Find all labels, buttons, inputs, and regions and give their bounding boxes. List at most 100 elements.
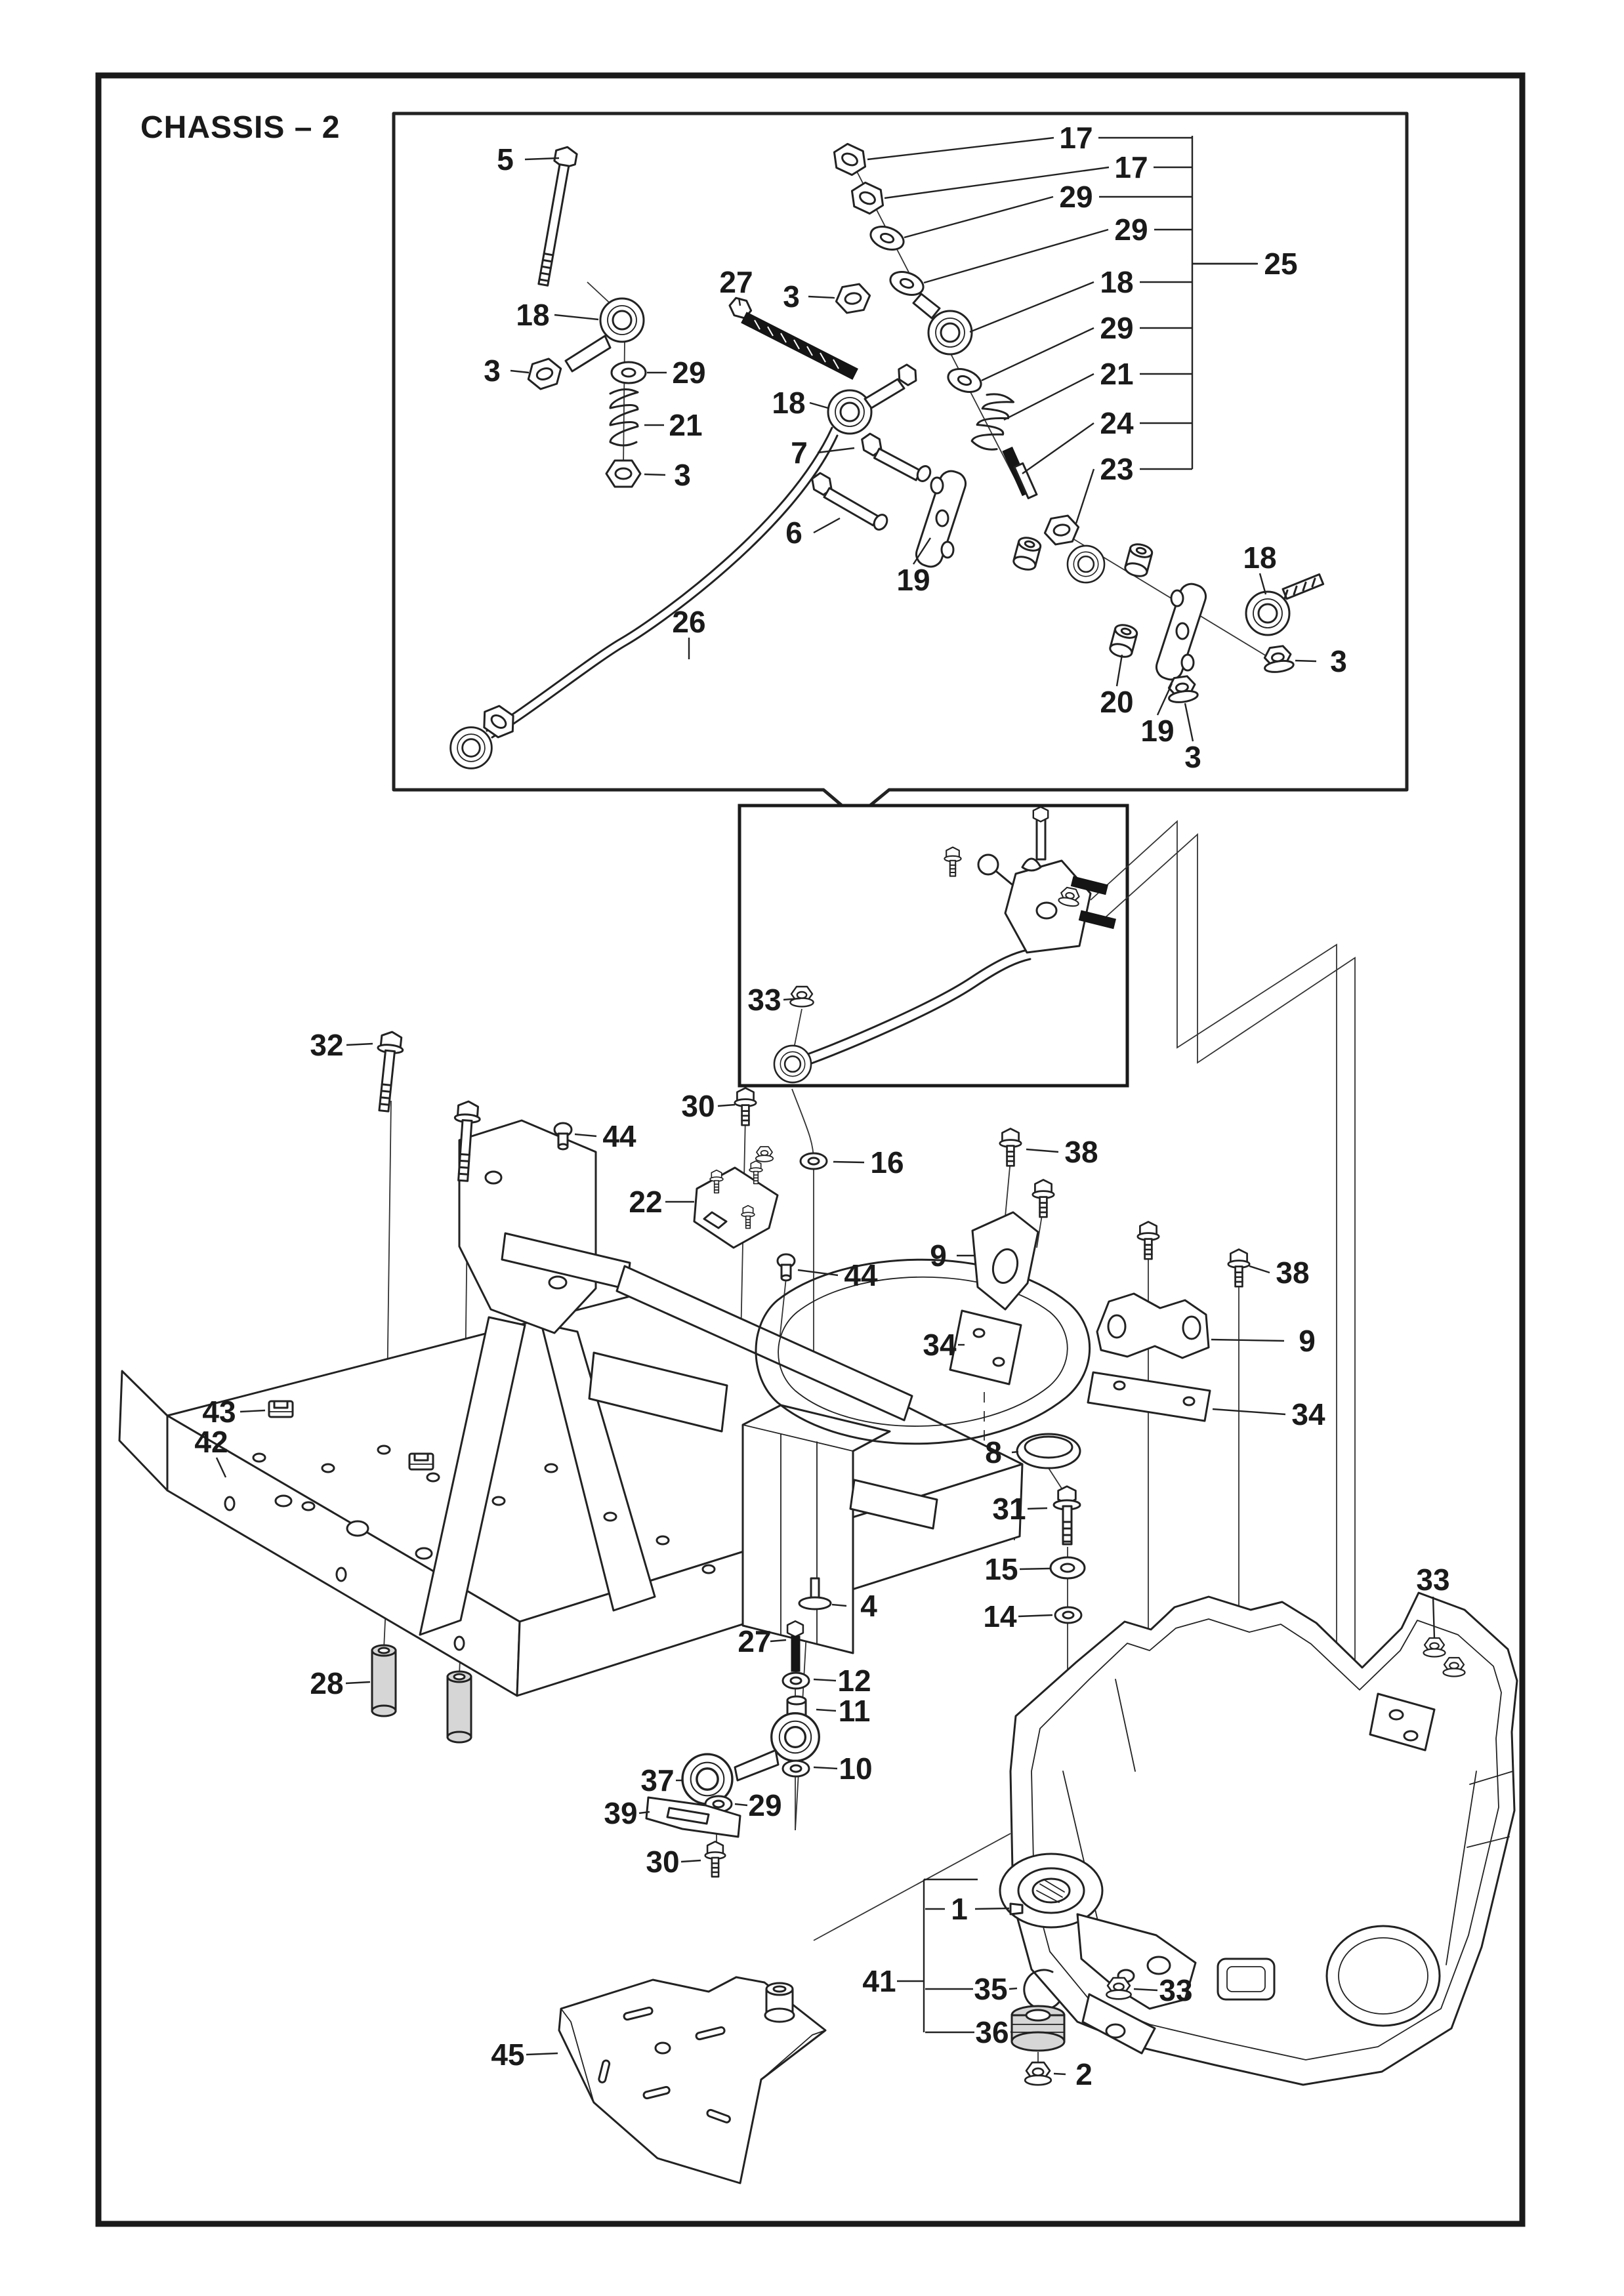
plug-8 (1016, 1433, 1081, 1469)
leader-line-1-59 (974, 1907, 1010, 1910)
callout-18-8: 18 (772, 386, 805, 420)
callout-6-10: 6 (785, 516, 802, 550)
leader-line-39-55 (638, 1811, 650, 1814)
tube-28a (371, 1644, 397, 1717)
bolt-head-18b (898, 363, 917, 386)
callout-17-12: 17 (1059, 121, 1093, 155)
callout-7-9: 7 (791, 436, 808, 470)
callout-23-21: 23 (1100, 452, 1133, 486)
bolt-31 (1052, 1485, 1081, 1546)
leader-line-45-58 (526, 2052, 558, 2056)
callout-3-7: 3 (783, 279, 800, 314)
callout-3-27: 3 (1330, 644, 1347, 678)
leader-line-29-54 (734, 1803, 748, 1807)
leader-line-43-45 (239, 1409, 266, 1413)
bolt-6 (811, 472, 888, 531)
leader-line-33-64 (1133, 1988, 1158, 1992)
callout-25-16: 25 (1264, 247, 1297, 281)
rod-end-upper (770, 1712, 820, 1762)
leader-line-4-48 (831, 1603, 847, 1607)
leader-line-7-9 (817, 447, 855, 454)
callout-4-48: 4 (860, 1589, 877, 1623)
plate-45 (558, 1976, 827, 2184)
callout-31-42: 31 (992, 1492, 1026, 1526)
callout-19-24: 19 (1140, 714, 1174, 748)
callout-29-54: 29 (748, 1788, 781, 1822)
callout-29-14: 29 (1059, 180, 1093, 214)
callout-30-31: 30 (681, 1089, 715, 1123)
tube-28b (446, 1670, 472, 1744)
callout-2-63: 2 (1075, 2057, 1093, 2091)
leader-line-27-6 (738, 297, 741, 306)
callout-15-43: 15 (984, 1552, 1018, 1586)
callout-18-1: 18 (516, 298, 549, 332)
nut-2 (1024, 2061, 1052, 2086)
washer-15 (1049, 1556, 1086, 1580)
deck-holes (224, 1445, 716, 1651)
leader-line-31-42 (1027, 1507, 1048, 1510)
leader-line-44-34 (797, 1269, 839, 1277)
leader-line-3-5 (644, 473, 666, 476)
callout-3-25: 3 (1184, 740, 1201, 774)
leader-line-17-12 (867, 136, 1054, 161)
leader-line-30-31 (717, 1103, 736, 1107)
leader-line-38-35 (1026, 1148, 1059, 1153)
stud-2 (1078, 910, 1117, 930)
callout-29-18: 29 (1100, 311, 1133, 345)
callout-10-52: 10 (839, 1752, 872, 1786)
tub-large-opening (1325, 1925, 1441, 2027)
leader-line-3-7 (808, 295, 835, 299)
link-26-rod2 (491, 434, 839, 739)
callout-20-23: 20 (1100, 685, 1133, 719)
corner-bracket (1369, 1692, 1436, 1752)
callout-16-33: 16 (870, 1145, 904, 1179)
leader-line-10-52 (813, 1766, 838, 1770)
link-26-rod-end (449, 726, 493, 769)
bolt-27 (728, 297, 858, 380)
chassis-tub-1 (999, 1591, 1518, 2086)
loop-tube (755, 1258, 1091, 1445)
rod-end-24-lower (1066, 544, 1106, 584)
screw-4 (798, 1577, 832, 1610)
rod-end-18d (927, 310, 973, 356)
callout-43-45: 43 (202, 1395, 236, 1429)
bolt-7 (861, 432, 932, 482)
leader-line-3-25 (1184, 703, 1194, 742)
callout-39-55: 39 (604, 1796, 637, 1830)
nut-33b (1423, 1637, 1446, 1658)
link-26-rod (486, 426, 833, 732)
callout-28-57: 28 (310, 1666, 343, 1700)
leader-line-18-8 (809, 401, 829, 409)
callout-17-13: 17 (1114, 150, 1148, 184)
leader-line-11-51 (816, 1708, 837, 1712)
callout-27-6: 27 (719, 265, 753, 299)
plate-39 (645, 1796, 741, 1838)
callout-29-3: 29 (672, 356, 705, 390)
bumper-pad (1217, 1958, 1276, 2001)
clip-43b (408, 1452, 434, 1471)
callout-38-35: 38 (1064, 1135, 1098, 1169)
washer-10 (781, 1759, 810, 1778)
leader-line-12-50 (813, 1678, 837, 1682)
callout-33-28: 33 (747, 983, 781, 1017)
leader-line-28-57 (345, 1681, 371, 1685)
leader-line-42-46 (215, 1457, 227, 1478)
leader-line-38-38 (1249, 1265, 1270, 1274)
callout-33-47: 33 (1416, 1563, 1449, 1597)
callout-21-19: 21 (1100, 357, 1133, 391)
detail-inset-box (738, 804, 1129, 1088)
callout-35-61: 35 (974, 1972, 1007, 2006)
nut-33a (789, 985, 814, 1008)
callout-12-50: 12 (837, 1664, 871, 1698)
callout-1-59: 1 (951, 1892, 968, 1926)
leader-line-35-61 (1009, 1987, 1018, 1990)
nut-33c (1442, 1656, 1466, 1677)
callout-3-2: 3 (484, 354, 501, 388)
rod-24 (1002, 446, 1038, 500)
callout-37-53: 37 (640, 1763, 674, 1797)
callout-18-17: 18 (1100, 265, 1133, 299)
callout-33-64: 33 (1159, 1973, 1192, 2007)
leader-line-30-56 (680, 1859, 701, 1863)
